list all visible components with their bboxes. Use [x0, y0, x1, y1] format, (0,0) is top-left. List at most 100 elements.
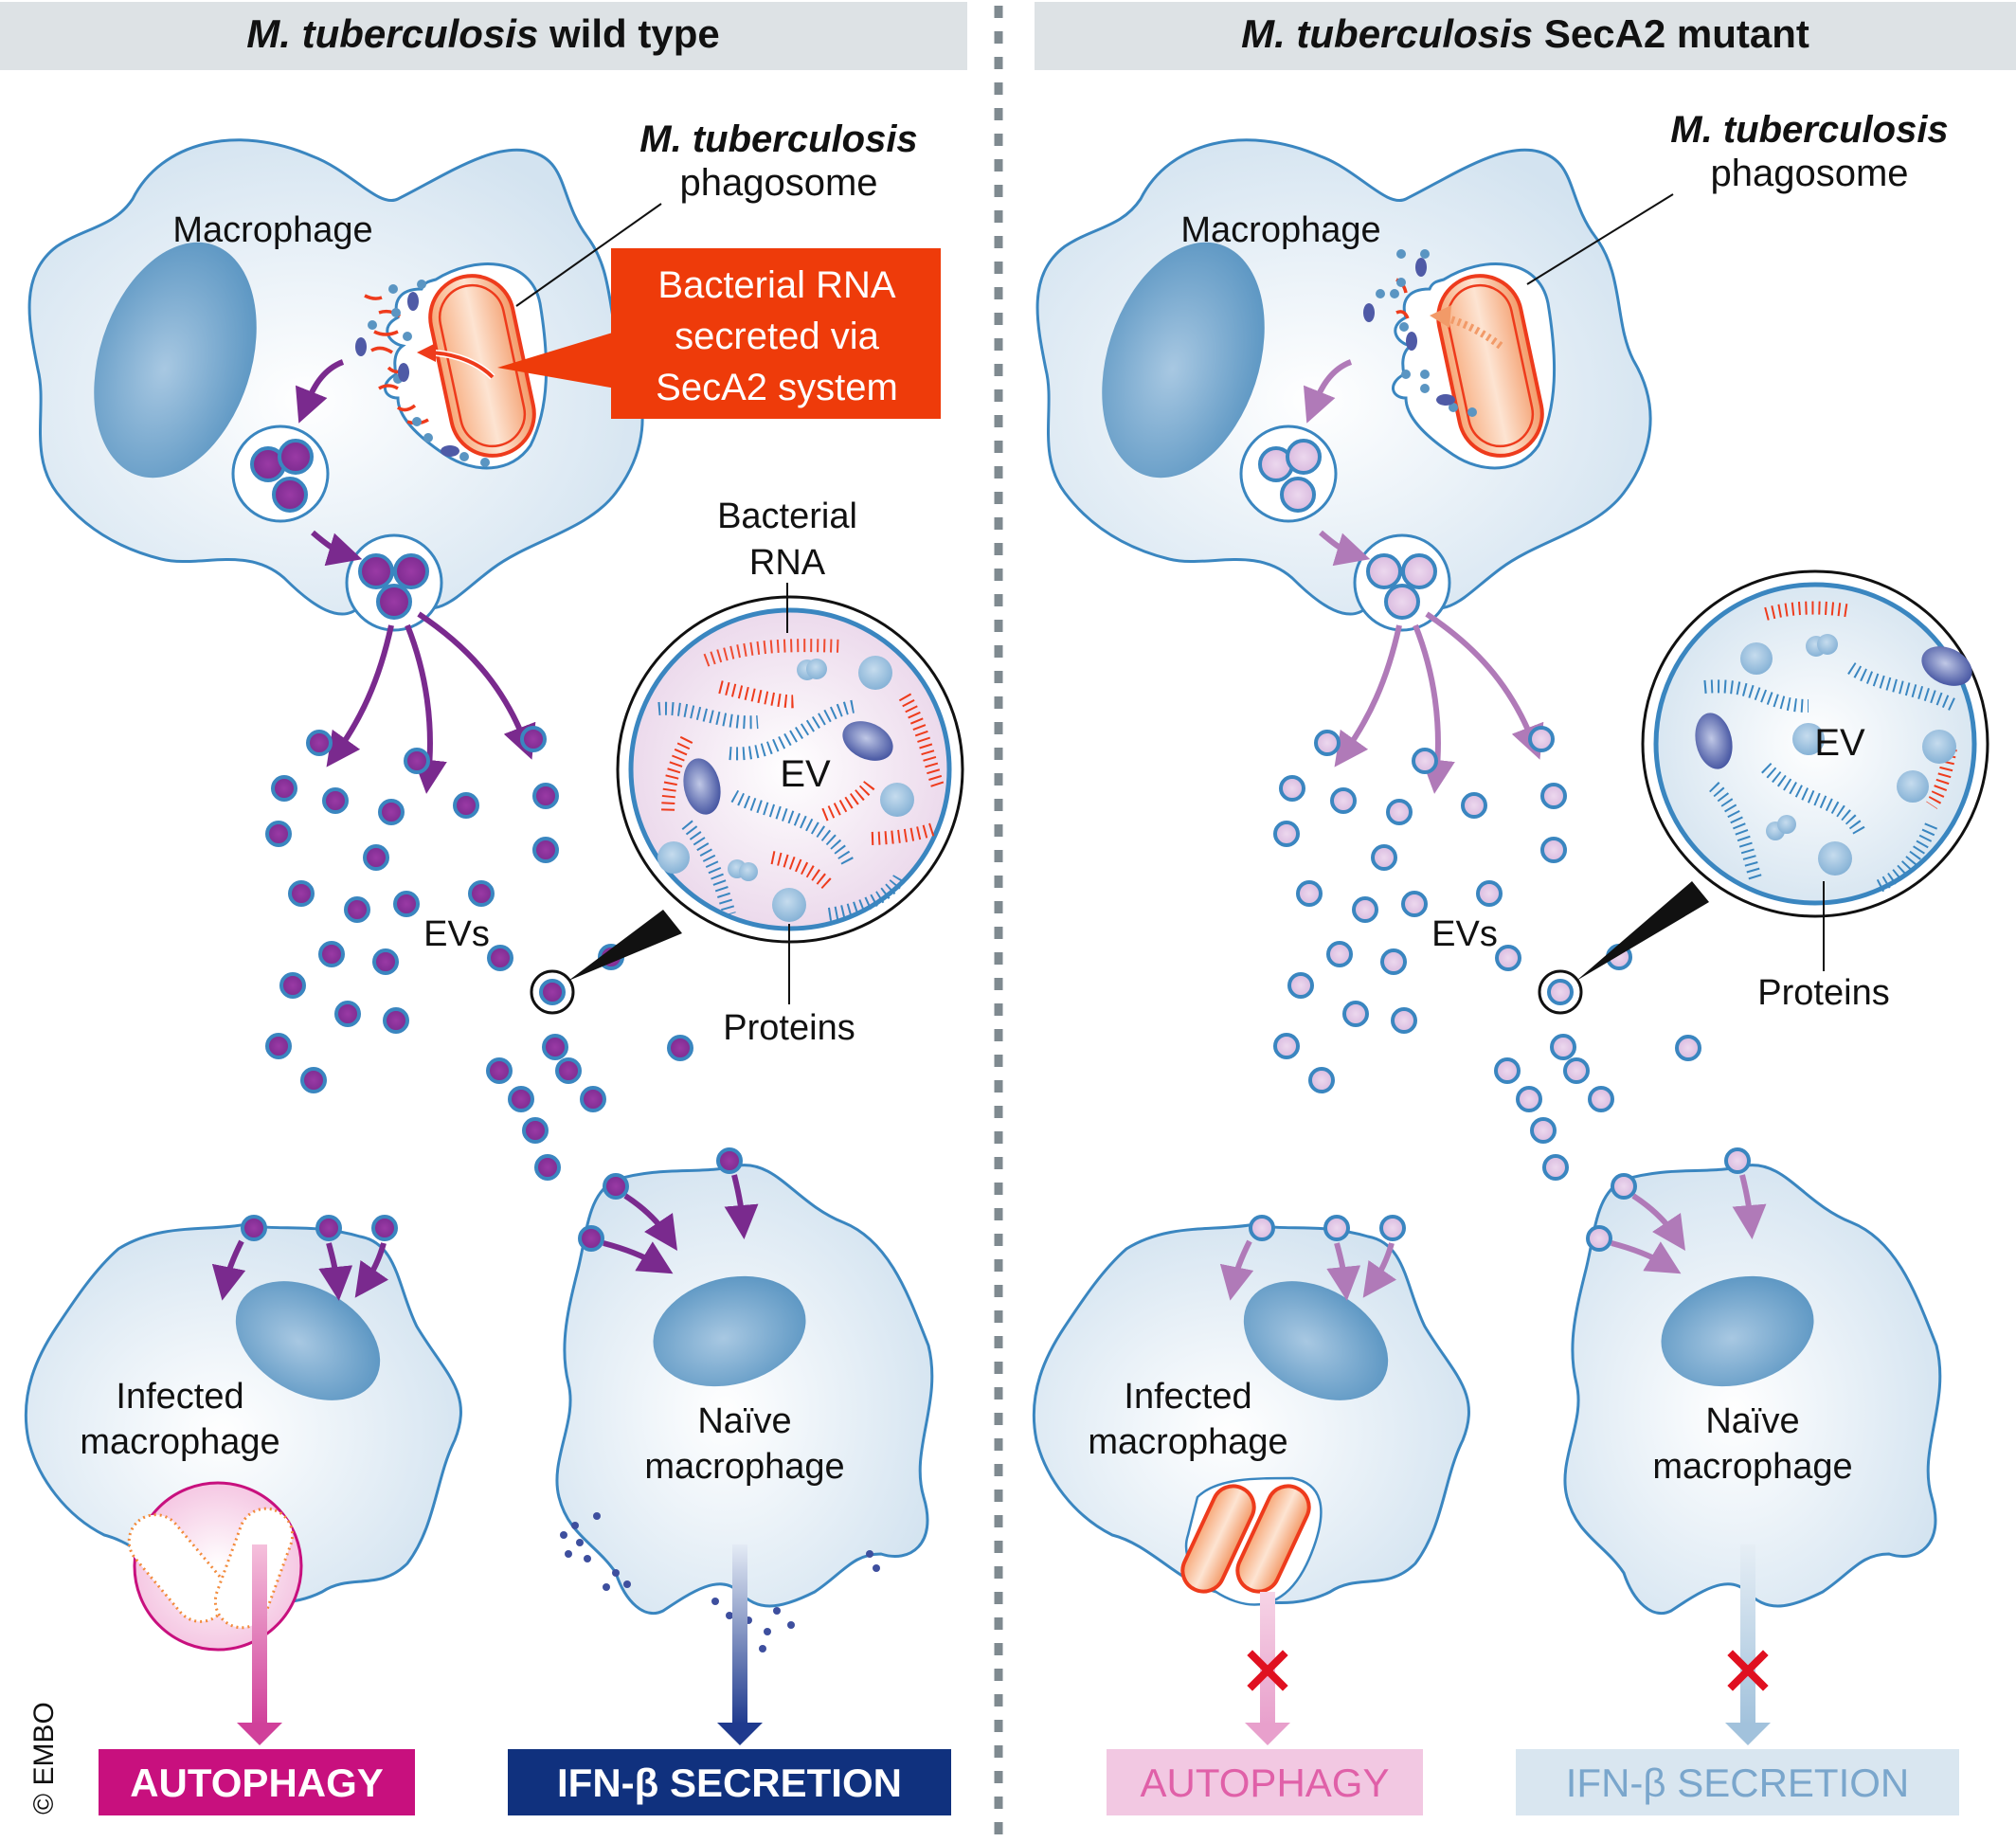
- uptake-arrow: [1362, 1242, 1397, 1298]
- infected-nucleus: [1243, 1281, 1389, 1400]
- ev-particle: [1342, 1001, 1369, 1027]
- ev-zoom-label: EV: [780, 753, 831, 795]
- ev-particle: [1530, 1117, 1557, 1144]
- infected-label-line-1: Infected: [116, 1377, 243, 1417]
- copyright-label: © EMBO: [28, 1702, 60, 1815]
- uptake-arrow: [724, 1174, 759, 1239]
- naive-label-line-1: Naïve: [697, 1401, 791, 1441]
- autophagy-arrow-head: [237, 1723, 282, 1745]
- ev-particle: [1279, 775, 1305, 802]
- naive-macrophage-cell: [1563, 1164, 1942, 1616]
- ev-internal: [1401, 553, 1437, 589]
- ev-particle: [1386, 799, 1413, 825]
- blocked-secretion-arrow: [1442, 314, 1503, 350]
- ev-internal: [272, 477, 308, 513]
- uptake-arrow: [1219, 1239, 1254, 1301]
- naive-label-line-2: macrophage: [1652, 1447, 1852, 1487]
- ev-internal: [376, 584, 412, 620]
- ev-particle: [522, 1117, 549, 1144]
- header-background: [0, 2, 967, 70]
- macrophage-label: Macrophage: [172, 210, 372, 250]
- ev-particle: [486, 1057, 513, 1084]
- ifn-secretion-dots: [560, 1512, 880, 1652]
- ifn-outcome-badge: IFN-β SECRETION: [508, 1749, 951, 1815]
- protein-blobs: [657, 656, 914, 922]
- seca2-callout: Bacterial RNA secreted via SecA2 system: [497, 248, 941, 419]
- magnifier-ring: [530, 969, 575, 1015]
- ev-particle: [1371, 844, 1397, 871]
- ev-particle: [453, 792, 479, 819]
- ev-particle: [1516, 1086, 1542, 1112]
- release-arrow: [1425, 611, 1544, 760]
- ev-particle: [318, 941, 345, 967]
- ev-particle: [306, 730, 333, 756]
- ev-particle: [1461, 792, 1487, 819]
- uptake-arrow: [623, 1193, 677, 1251]
- phagosome-label-species: M. tuberculosis: [1670, 109, 1948, 151]
- ev-particle: [555, 1057, 582, 1084]
- ev-particle: [534, 1154, 561, 1181]
- trafficking-arrow: [1303, 359, 1353, 424]
- infected-nucleus: [235, 1281, 381, 1400]
- ifn-label: IFN-β SECRETION: [557, 1761, 902, 1805]
- ev-particle: [363, 844, 389, 871]
- ev-particle: [667, 1035, 693, 1061]
- ev-docking: [578, 1225, 604, 1252]
- macrophage-nucleus: [94, 242, 257, 479]
- macrophage-label: Macrophage: [1180, 210, 1380, 250]
- ev-docking: [716, 1147, 743, 1174]
- release-arrow: [417, 611, 536, 760]
- ev-zoom-view: EV: [1641, 569, 1989, 918]
- host-rna-strands: [1703, 662, 1959, 893]
- naive-label-line-2: macrophage: [644, 1447, 844, 1487]
- ev-particle: [1391, 1007, 1417, 1034]
- ev-particle: [1550, 1034, 1576, 1060]
- ev-particle: [378, 799, 405, 825]
- autophagy-label: AUTOPHAGY: [1141, 1761, 1390, 1805]
- naive-nucleus: [1661, 1275, 1814, 1387]
- ev-docking: [1323, 1215, 1350, 1241]
- ev-particle: [1314, 730, 1341, 756]
- organelle-oval: [842, 721, 893, 761]
- ev-internal: [278, 439, 314, 475]
- phagosome-label: phagosome: [679, 162, 877, 204]
- evs-label: EVs: [1431, 914, 1498, 954]
- organelle-oval: [683, 758, 721, 815]
- uptake-arrow: [1732, 1174, 1767, 1239]
- ifn-outcome-badge: IFN-β SECRETION: [1516, 1749, 1959, 1815]
- ev-magnified-source: [539, 979, 566, 1005]
- evs-label: EVs: [423, 914, 490, 954]
- ev-particle: [1326, 941, 1353, 967]
- bacterial-rna-strands: [661, 639, 945, 892]
- ev-particle: [508, 1086, 534, 1112]
- ev-docking: [603, 1173, 629, 1200]
- infected-label-line-2: macrophage: [1088, 1422, 1287, 1462]
- ev-docking: [1249, 1215, 1275, 1241]
- bacterial-rna-label-line-1: Bacterial: [717, 497, 857, 536]
- panel-header-seca2-mutant: M. tuberculosis SecA2 mutant: [1035, 2, 2016, 70]
- ifn-arrow-shaft: [732, 1544, 747, 1725]
- uptake-arrow: [603, 1240, 674, 1274]
- panel-seca2-mutant: Macrophage M. tuberculosis phagosome EVs: [1032, 109, 1989, 1815]
- naive-macrophage-cell: [555, 1164, 934, 1616]
- phagosome-leader-line: [1526, 193, 1674, 285]
- uptake-arrow: [1631, 1193, 1685, 1251]
- ev-particle: [487, 945, 513, 971]
- protein-blobs: [1740, 634, 1956, 876]
- macrophage-nucleus: [1102, 242, 1265, 479]
- ev-particle: [1273, 1033, 1300, 1059]
- callout-line-1: Bacterial RNA: [657, 264, 896, 306]
- proteins-label: Proteins: [1757, 973, 1889, 1013]
- autophagy-outcome-badge: AUTOPHAGY: [99, 1749, 415, 1815]
- magnifier-ring: [1538, 969, 1583, 1015]
- callout-line-3: SecA2 system: [656, 367, 898, 408]
- panel-header-wild-type: M. tuberculosis wild type: [0, 2, 967, 70]
- uptake-arrow: [211, 1239, 246, 1301]
- ev-cloud: [265, 726, 693, 1181]
- ev-particle: [265, 821, 292, 847]
- ev-particle: [1528, 726, 1555, 752]
- ev-zoom-view: EV: [616, 595, 964, 944]
- ev-particle: [372, 948, 399, 975]
